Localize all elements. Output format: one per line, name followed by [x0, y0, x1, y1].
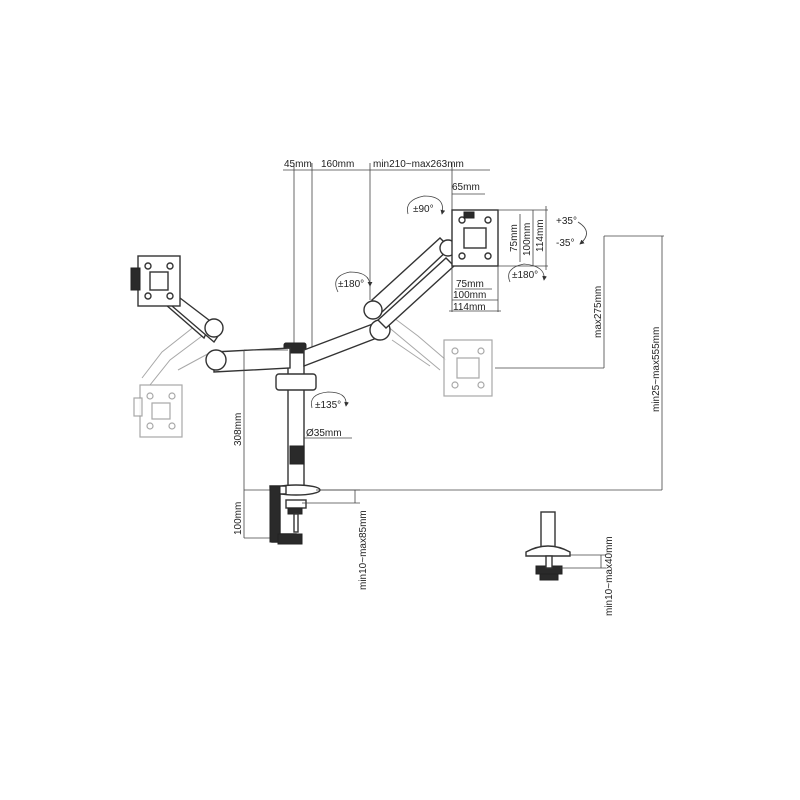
dim-45mm: 45mm — [284, 159, 312, 170]
dim-clamp-100: 100mm — [233, 502, 244, 535]
dim-65mm: 65mm — [452, 182, 480, 193]
svg-text:±135°: ±135° — [315, 400, 341, 411]
ghost-right-vesa-plate — [443, 339, 493, 397]
svg-text:±180°: ±180° — [338, 279, 364, 290]
rotation-180-right-indicator: ±180° — [508, 263, 547, 283]
dim-pole-308: 308mm — [233, 413, 244, 446]
dim-max275: max275mm — [593, 286, 604, 338]
dim-range-555: min25~max555mm — [651, 327, 662, 412]
tilt-arrow-icon — [577, 221, 587, 245]
dim-arm-length: min210~max263mm — [373, 159, 464, 170]
top-dimension-lines — [283, 163, 490, 360]
ghost-left-vesa-plate — [133, 384, 183, 438]
dim-vesa-114-vertical: 114mm — [535, 219, 546, 252]
dim-pole-diameter: Ø35mm — [306, 428, 342, 439]
svg-text:±90°: ±90° — [413, 204, 434, 215]
rotation-135-indicator: ±135° — [310, 391, 349, 411]
dim-vesa-100-vertical: 100mm — [522, 223, 533, 256]
tilt-up-label: +35° — [556, 216, 577, 227]
dim-160mm: 160mm — [321, 159, 354, 170]
vesa-vertical-dims — [498, 206, 548, 270]
dim-clamp-range: min10~max85mm — [358, 510, 369, 590]
dim-vesa-75-horizontal: 75mm — [456, 279, 484, 290]
tilt-down-label: -35° — [556, 238, 574, 249]
right-vesa-plate — [451, 209, 499, 267]
grommet-range-lines — [560, 554, 606, 569]
dim-vesa-75-vertical: 75mm — [509, 224, 520, 252]
left-vesa-plate — [130, 255, 181, 307]
desk-clamp — [269, 484, 321, 545]
left-arm — [163, 291, 291, 373]
rotation-90-indicator: ±90° — [406, 195, 446, 215]
rotation-180-left-indicator: ±180° — [335, 271, 373, 293]
clamp-range-lines — [302, 489, 360, 504]
grommet-mount — [525, 511, 571, 581]
right-arm — [303, 237, 457, 368]
dim-grommet-range: min10~max40mm — [604, 536, 615, 616]
mounting-pole — [275, 342, 317, 491]
dim-vesa-100-horizontal: 100mm — [453, 290, 486, 301]
svg-text:±180°: ±180° — [512, 270, 538, 281]
vesa-horizontal-dims — [449, 266, 501, 312]
dim-vesa-114-horizontal: 114mm — [453, 302, 486, 313]
height-dimension-lines — [304, 235, 664, 491]
